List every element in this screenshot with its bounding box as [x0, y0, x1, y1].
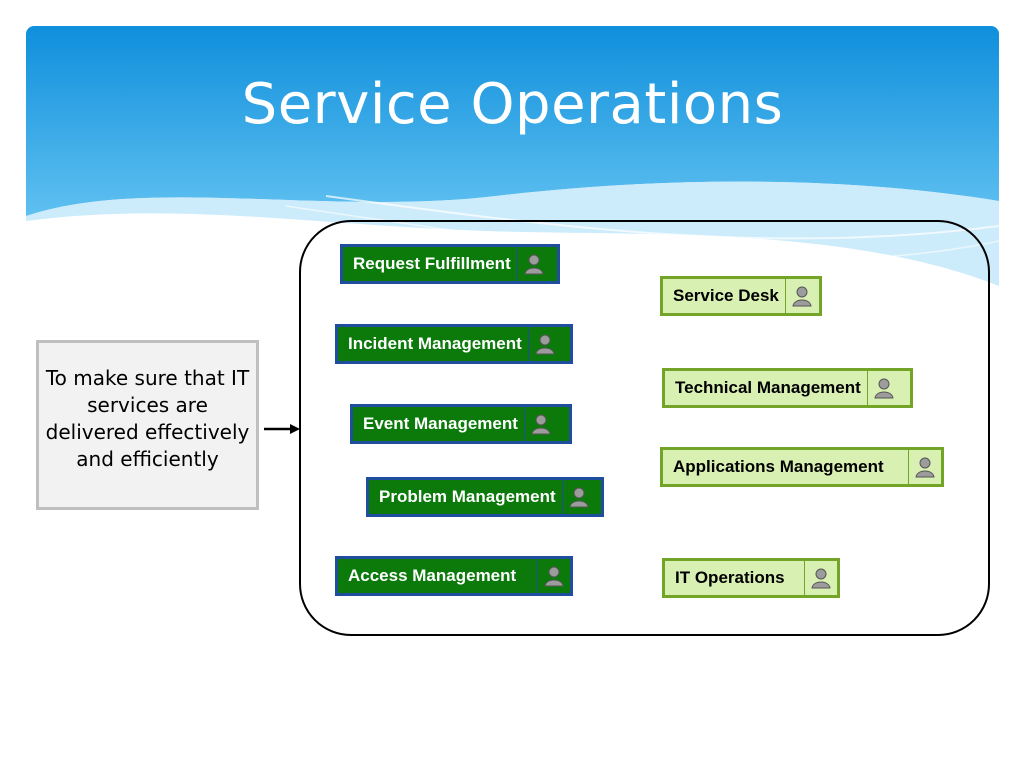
arrow-right-icon [264, 424, 300, 434]
title-banner [26, 26, 999, 286]
person-icon [561, 480, 595, 514]
operations-frame [299, 220, 990, 636]
person-icon [537, 559, 570, 593]
function-label: IT Operations [675, 568, 785, 587]
process-request-fulfillment: Request Fulfillment [340, 244, 560, 284]
function-applications-management: Applications Management [660, 447, 944, 487]
function-label: Service Desk [673, 286, 779, 305]
function-it-operations: IT Operations [662, 558, 840, 598]
process-label: Incident Management [348, 334, 522, 353]
function-label: Applications Management [673, 457, 884, 476]
person-icon [866, 371, 900, 405]
goal-box: To make sure that IT services are delive… [36, 340, 259, 510]
person-icon [523, 407, 557, 441]
banner-background [26, 26, 999, 286]
process-label: Event Management [363, 414, 518, 433]
process-label: Problem Management [379, 487, 556, 506]
function-technical-management: Technical Management [662, 368, 913, 408]
process-problem-management: Problem Management [366, 477, 604, 517]
person-icon [804, 561, 837, 595]
process-label: Request Fulfillment [353, 254, 511, 273]
process-incident-management: Incident Management [335, 324, 573, 364]
process-event-management: Event Management [350, 404, 572, 444]
person-icon [527, 327, 561, 361]
function-label: Technical Management [675, 378, 861, 397]
process-access-management: Access Management [335, 556, 573, 596]
function-service-desk: Service Desk [660, 276, 822, 316]
person-icon [784, 279, 818, 313]
person-icon [908, 450, 941, 484]
slide-title: Service Operations [241, 72, 784, 137]
person-icon [516, 247, 550, 281]
process-label: Access Management [348, 566, 517, 585]
goal-text: To make sure that IT services are delive… [45, 366, 250, 471]
